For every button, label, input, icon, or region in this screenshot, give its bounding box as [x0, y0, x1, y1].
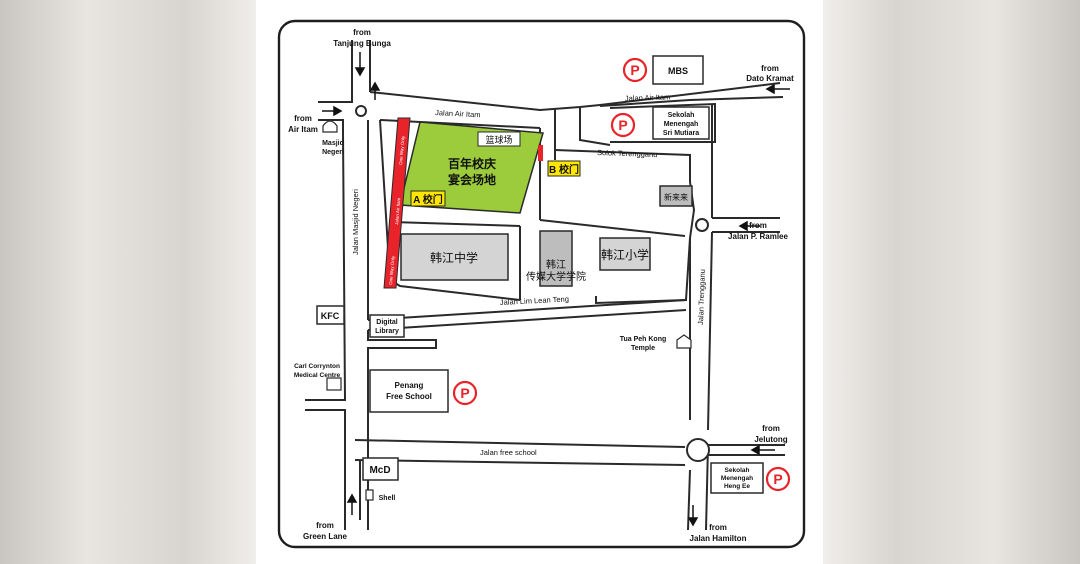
parking-icon [622, 57, 648, 83]
heng-ee-label-3: Heng Ee [724, 483, 750, 490]
sri-mutiara-label-2: Menengah [664, 121, 699, 128]
masjid-label-1: Masjid [322, 140, 344, 147]
from-green-lane-2: Green Lane [303, 532, 348, 541]
mbs-building [652, 55, 704, 85]
han-chiang-primary-building [599, 237, 651, 271]
han-chiang-college-building [539, 230, 573, 287]
from-tanjung-bunga-2: Tanjung Bunga [333, 39, 391, 48]
sri-mutiara-building [652, 106, 710, 140]
parking-icon [610, 112, 636, 138]
han-chiang-college-label-2: 传媒大学学院 [526, 270, 586, 283]
parking-icon [452, 380, 478, 406]
road-free-school: Jalan free school [480, 448, 537, 457]
road-masjid-negeri: Jalan Masjid Negeri [351, 189, 360, 255]
gate-b-marker [538, 145, 543, 161]
tua-peh-kong-label-1: Tua Peh Kong [620, 336, 667, 343]
road-air-itam-east: Jalan Air Itam [625, 92, 671, 103]
gate-a-badge [410, 190, 446, 207]
gate-a-label: A 校门 [413, 193, 443, 206]
penang-free-school-label-1: Penang [395, 381, 424, 390]
from-jelutong-1: from [762, 424, 780, 433]
from-p-ramlee-2: Jalan P. Ramlee [728, 232, 788, 241]
road-lim-lean-teng: Jalan Lim Lean Teng [500, 294, 569, 307]
han-chiang-high-label: 韩江中学 [430, 250, 478, 265]
one-way-label: One Way Only [398, 135, 406, 165]
sri-mutiara-label-1: Sekolah [668, 112, 695, 119]
road-segment [318, 119, 344, 132]
han-chiang-college-label-1: 韩江 [546, 258, 566, 271]
banquet-label-2: 宴会场地 [448, 172, 496, 187]
xinlailai-label: 新来来 [664, 192, 688, 202]
parking-icon [765, 466, 791, 492]
temple-icon [676, 334, 692, 349]
heng-ee-label-2: Menengah [721, 475, 753, 482]
carl-corrynton-label-2: Medical Centre [294, 372, 341, 379]
basketball-court [477, 131, 521, 147]
digital-library-label-1: Digital [376, 319, 397, 326]
roundabout-west [355, 105, 367, 117]
masjid-label-2: Negeri [322, 149, 344, 156]
from-air-itam-1: from [294, 114, 312, 123]
shell-label: Shell [379, 495, 396, 502]
parking-letter: P [773, 471, 782, 487]
mbs-label: MBS [668, 66, 688, 76]
banquet-label-1: 百年校庆 [448, 156, 496, 171]
from-p-ramlee-1: from [749, 221, 767, 230]
xinlailai-building [659, 185, 693, 207]
from-jelutong-2: Jelutong [754, 435, 787, 444]
parking-letter: P [630, 62, 639, 78]
one-way-label: Jalan Air Itam [394, 197, 401, 225]
heng-ee-building [710, 462, 764, 494]
gate-b-badge [547, 160, 581, 177]
penang-free-school-label-2: Free School [386, 392, 432, 401]
kfc-building [316, 305, 345, 325]
han-chiang-high-building [400, 233, 509, 281]
road-terengganu: Jalan Trengganu [696, 269, 707, 325]
direction-arrows [322, 52, 790, 527]
petrol-pump-icon [365, 489, 374, 501]
from-dato-kramat-1: from [761, 64, 779, 73]
one-way-label: One Way Only [388, 255, 396, 285]
sri-mutiara-label-3: Sri Mutiara [663, 130, 699, 137]
mosque-icon [322, 120, 338, 133]
from-dato-kramat-2: Dato Kramat [746, 74, 794, 83]
roundabout-south [686, 438, 710, 462]
digital-library-building [369, 314, 405, 338]
carl-corrynton-label-1: Carl Corrynton [294, 363, 340, 370]
from-tanjung-bunga-1: from [353, 28, 371, 37]
tua-peh-kong-label-2: Temple [631, 345, 655, 352]
han-chiang-primary-label: 韩江小学 [601, 247, 649, 262]
penang-free-school-building [369, 369, 449, 413]
gate-b-label: B 校门 [549, 163, 579, 176]
from-air-itam-2: Air Itam [288, 125, 318, 134]
road-air-itam-west: Jalan Air Itam [435, 108, 481, 119]
mcd-building [362, 457, 399, 481]
kfc-label: KFC [321, 311, 340, 321]
road-solok-terengganu: Solok Terengganu [597, 148, 658, 159]
medical-centre-icon [326, 377, 342, 391]
one-way-road [383, 117, 411, 289]
basketball-label: 篮球场 [485, 134, 512, 145]
parking-markers [452, 57, 791, 492]
from-hamilton-1: from [709, 523, 727, 532]
mcd-label: McD [369, 465, 390, 476]
digital-library-label-2: Library [375, 328, 399, 335]
from-green-lane-1: from [316, 521, 334, 530]
parking-letter: P [618, 117, 627, 133]
heng-ee-label-1: Sekolah [725, 467, 750, 474]
roundabout-north [695, 218, 709, 232]
parking-letter: P [460, 385, 469, 401]
road-segment [318, 88, 353, 103]
from-hamilton-2: Jalan Hamilton [690, 534, 747, 543]
